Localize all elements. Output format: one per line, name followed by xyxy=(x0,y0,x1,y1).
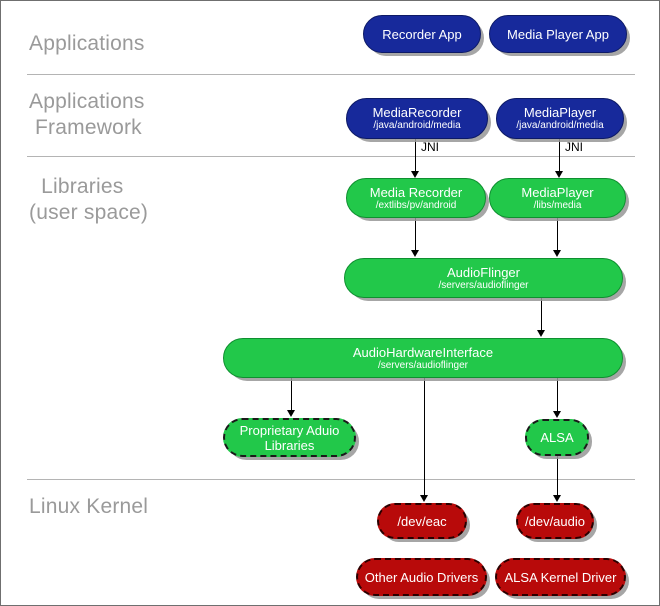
tier-label-linux-kernel: Linux Kernel xyxy=(29,495,149,518)
divider-applications-framework xyxy=(27,156,635,157)
connector-mediarecorder-lib-to-audioflinger xyxy=(415,218,416,251)
connector-mediaplayer-fw-to-lib xyxy=(559,139,560,172)
node-mediarecorder-framework-title: MediaRecorder xyxy=(372,105,462,120)
connector-audiohardwareinterface-to-alsa xyxy=(557,378,558,412)
arrowhead-mediaplayer-lib xyxy=(555,171,563,178)
node-dev-eac[interactable]: /dev/eac xyxy=(377,503,467,539)
node-media-recorder-library[interactable]: Media Recorder /extlibs/pv/android xyxy=(346,178,486,218)
connector-audiohardwareinterface-to-dev-eac xyxy=(424,378,425,496)
arrowhead-dev-audio xyxy=(553,495,561,502)
arrowhead-audioflinger-right xyxy=(553,250,561,257)
arrowhead-proprietary-libs xyxy=(287,410,295,417)
arrowhead-mediarecorder-lib xyxy=(411,171,419,178)
node-audioflinger-subtitle: /servers/audioflinger xyxy=(438,279,529,291)
node-mediaplayer-library-title: MediaPlayer xyxy=(521,184,594,200)
connector-audiohardwareinterface-to-proprietary-libs xyxy=(291,378,292,411)
node-dev-audio-title: /dev/audio xyxy=(525,513,585,529)
edge-label-jni-right: JNI xyxy=(565,140,583,154)
node-audioflinger[interactable]: AudioFlinger /servers/audioflinger xyxy=(344,258,623,298)
node-proprietary-audio-libraries-title: Proprietary Aduio Libraries xyxy=(239,422,340,453)
node-mediaplayer-library[interactable]: MediaPlayer /libs/media xyxy=(489,178,626,218)
node-alsa-kernel-driver-title: ALSA Kernel Driver xyxy=(504,569,617,585)
connector-mediaplayer-lib-to-audioflinger xyxy=(557,218,558,251)
node-other-audio-drivers[interactable]: Other Audio Drivers xyxy=(356,558,487,596)
node-media-recorder-library-title: Media Recorder xyxy=(369,184,463,200)
node-media-player-app-title: Media Player App xyxy=(507,26,609,42)
tier-label-applications: Applications xyxy=(29,32,145,55)
node-audiohardwareinterface-subtitle: /servers/audioflinger xyxy=(377,359,469,371)
edge-label-jni-left: JNI xyxy=(421,140,439,154)
divider-libraries xyxy=(27,479,635,480)
arrowhead-audioflinger-left xyxy=(411,250,419,257)
node-mediarecorder-framework-subtitle: /java/android/media xyxy=(373,120,461,131)
connector-audioflinger-to-audiohardwareinterface xyxy=(541,298,542,331)
node-mediaplayer-framework-title: MediaPlayer xyxy=(523,105,597,120)
tier-label-applications-framework: Applications Framework xyxy=(29,90,145,139)
divider-applications xyxy=(27,74,635,75)
node-alsa[interactable]: ALSA xyxy=(525,419,589,456)
node-media-player-app[interactable]: Media Player App xyxy=(489,15,627,53)
node-other-audio-drivers-title: Other Audio Drivers xyxy=(364,569,479,585)
node-mediaplayer-framework[interactable]: MediaPlayer /java/android/media xyxy=(496,98,624,139)
arrowhead-dev-eac xyxy=(420,495,428,502)
connector-mediarecorder-fw-to-lib xyxy=(415,139,416,172)
node-alsa-kernel-driver[interactable]: ALSA Kernel Driver xyxy=(495,558,626,596)
arrowhead-alsa xyxy=(553,411,561,418)
arrowhead-audiohardwareinterface xyxy=(537,330,545,337)
node-mediarecorder-framework[interactable]: MediaRecorder /java/android/media xyxy=(346,98,488,139)
node-recorder-app[interactable]: Recorder App xyxy=(363,15,481,53)
node-mediaplayer-library-subtitle: /libs/media xyxy=(533,199,582,211)
node-audioflinger-title: AudioFlinger xyxy=(447,264,520,280)
node-recorder-app-title: Recorder App xyxy=(382,26,462,42)
node-audiohardwareinterface-title: AudioHardwareInterface xyxy=(352,344,494,360)
node-mediaplayer-framework-subtitle: /java/android/media xyxy=(516,120,604,131)
node-dev-audio[interactable]: /dev/audio xyxy=(516,503,594,539)
node-proprietary-audio-libraries[interactable]: Proprietary Aduio Libraries xyxy=(223,418,356,457)
node-audiohardwareinterface[interactable]: AudioHardwareInterface /servers/audiofli… xyxy=(223,338,623,378)
connector-alsa-to-dev-audio xyxy=(557,456,558,496)
node-dev-eac-title: /dev/eac xyxy=(397,513,447,529)
tier-label-libraries: Libraries (user space) xyxy=(29,175,149,224)
node-alsa-title: ALSA xyxy=(540,430,574,445)
node-media-recorder-library-subtitle: /extlibs/pv/android xyxy=(375,199,457,211)
